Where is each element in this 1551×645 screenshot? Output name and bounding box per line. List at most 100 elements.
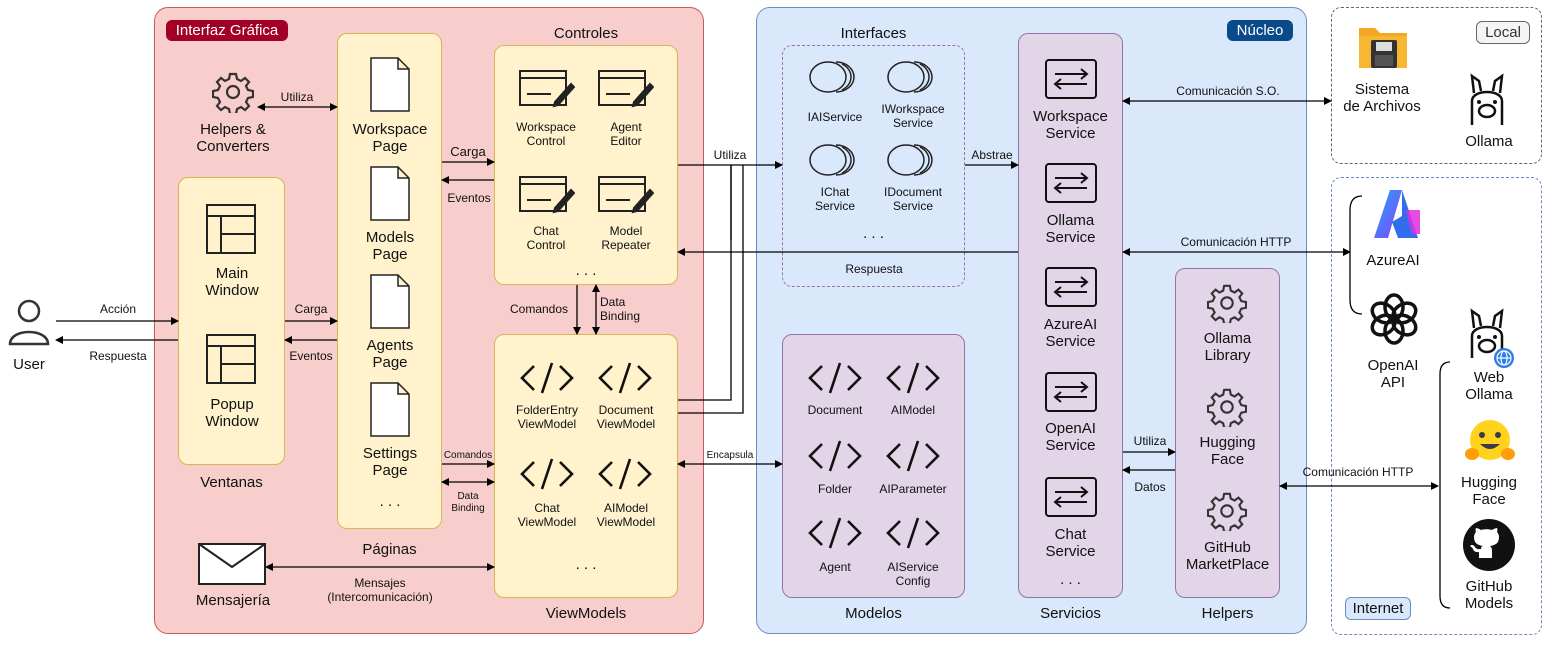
control-label: Chat Control	[526, 224, 566, 252]
com-http-label: Comunicación HTTP	[1302, 465, 1414, 479]
gui-tag: Interfaz Gráfica	[166, 20, 288, 41]
internet-region	[1331, 177, 1542, 635]
abstrae-label: Abstrae	[971, 148, 1013, 162]
exchange-icon	[1045, 267, 1097, 312]
interfaces-more: . . .	[863, 225, 884, 242]
viewmodel-label: AIModel ViewModel	[596, 501, 656, 529]
servicios-box	[1018, 33, 1123, 598]
openai-label: OpenAI API	[1367, 357, 1419, 392]
respuesta-label: Respuesta	[845, 262, 903, 276]
popup-window-label: Popup Window	[205, 396, 259, 431]
model-label: AIService Config	[887, 560, 939, 588]
mensajeria-label: Mensajería	[195, 592, 271, 609]
binding-paginas-label: Data Binding	[451, 491, 485, 514]
github-logo-icon	[1462, 518, 1516, 577]
code-icon	[808, 515, 862, 556]
code-icon	[886, 438, 940, 479]
comandos-paginas-label: Comandos	[443, 450, 493, 461]
service-label: OpenAI Service	[1045, 420, 1096, 455]
utiliza-helpers-core-label: Utiliza	[1133, 434, 1167, 448]
code-icon	[598, 456, 652, 497]
internet-tag: Internet	[1345, 597, 1411, 620]
openai-logo-icon	[1368, 293, 1420, 350]
utiliza-helpers-label: Utiliza	[280, 90, 314, 104]
viewmodel-label: Chat ViewModel	[517, 501, 577, 529]
helper-label: GitHub MarketPlace	[1185, 539, 1270, 574]
interface-icon	[886, 143, 940, 182]
com-so-label: Comunicación S.O.	[1176, 84, 1280, 98]
mensajes-label: Mensajes (Intercomunicación)	[327, 576, 433, 604]
editor-window-icon	[598, 70, 655, 115]
control-label: Workspace Control	[516, 120, 576, 148]
service-label: Chat Service	[1045, 526, 1096, 561]
interface-icon	[886, 60, 940, 99]
interface-icon	[808, 143, 862, 182]
carga-ventanas-label: Carga	[294, 302, 328, 316]
com-http-label: Comunicación HTTP	[1180, 235, 1292, 249]
gear-icon	[1206, 491, 1248, 536]
viewmodel-label: FolderEntry ViewModel	[515, 403, 579, 431]
model-label: Agent	[819, 560, 851, 574]
control-label: Agent Editor	[610, 120, 642, 148]
azure-logo-icon	[1372, 188, 1422, 245]
viewmodels-title: ViewModels	[545, 605, 627, 622]
exchange-icon	[1045, 372, 1097, 417]
service-label: AzureAI Service	[1043, 316, 1098, 351]
web-ollama-label: Web Ollama	[1465, 369, 1513, 404]
exchange-icon	[1045, 163, 1097, 208]
window-icon	[206, 204, 256, 259]
encapsula-label: Encapsula	[706, 450, 754, 461]
ventanas-title: Ventanas	[200, 474, 263, 491]
hugging-label: Hugging Face	[1461, 474, 1517, 509]
page-icon	[370, 57, 410, 117]
interface-label: IAIService	[807, 110, 863, 124]
helper-label: Ollama Library	[1203, 330, 1252, 365]
binding-controles-label: Data Binding	[600, 295, 641, 323]
servicios-title: Servicios	[1040, 605, 1101, 622]
respuesta-user-label: Respuesta	[89, 349, 147, 363]
github-label: GitHub Models	[1464, 578, 1514, 613]
gear-icon	[1206, 387, 1248, 432]
azure-label: AzureAI	[1366, 252, 1420, 269]
editor-window-icon	[519, 176, 576, 221]
comandos-controles-label: Comandos	[509, 302, 569, 316]
core-tag: Núcleo	[1227, 20, 1293, 41]
code-icon	[808, 438, 862, 479]
utiliza-label: Utiliza	[713, 148, 747, 162]
local-region	[1331, 7, 1542, 164]
hugging-face-icon	[1464, 418, 1516, 469]
controles-more: . . .	[575, 262, 597, 279]
paginas-more: . . .	[379, 493, 401, 510]
folder-disk-icon	[1357, 20, 1409, 77]
viewmodels-box	[494, 334, 678, 598]
helpers-gui-label: Helpers & Converters	[196, 121, 270, 156]
code-icon	[886, 515, 940, 556]
code-icon	[520, 456, 574, 497]
accion-label: Acción	[99, 302, 137, 316]
exchange-icon	[1045, 59, 1097, 104]
code-icon	[886, 360, 940, 401]
model-label: Folder	[817, 482, 852, 496]
modelos-box	[782, 334, 965, 598]
control-label: Model Repeater	[601, 224, 651, 252]
page-label: Workspace Page	[352, 121, 428, 156]
controles-box	[494, 45, 678, 285]
gear-icon	[211, 71, 255, 118]
helpers-core-box	[1175, 268, 1280, 598]
carga-paginas-label: Carga	[450, 144, 486, 159]
eventos-ventanas-label: Eventos	[289, 349, 333, 363]
code-icon	[808, 360, 862, 401]
model-label: AIParameter	[879, 482, 947, 496]
page-icon	[370, 382, 410, 442]
viewmodel-label: Document ViewModel	[596, 403, 656, 431]
envelope-icon	[198, 543, 266, 590]
interface-icon	[808, 60, 862, 99]
llama-icon	[1466, 73, 1508, 132]
page-label: Agents Page	[366, 337, 414, 372]
interfaces-title: Interfaces	[840, 25, 907, 42]
ollama-label: Ollama	[1465, 133, 1513, 150]
code-icon	[520, 360, 574, 401]
service-label: Workspace Service	[1033, 108, 1108, 143]
user-icon	[8, 298, 50, 351]
page-icon	[370, 166, 410, 226]
